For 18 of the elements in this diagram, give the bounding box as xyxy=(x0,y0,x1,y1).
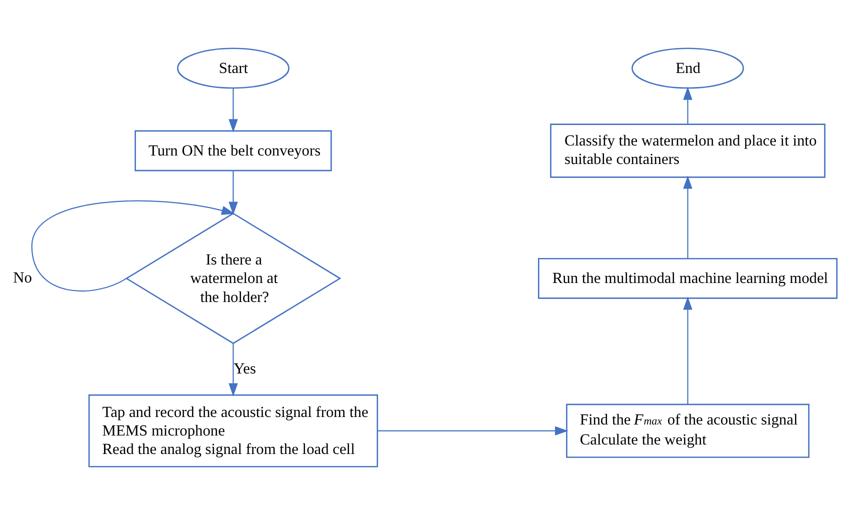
node-box: Find the Fmax of the acoustic signal Calculate the weight xyxy=(566,404,810,458)
node-box: Run the multimodal machine learning model xyxy=(538,258,838,299)
arrow xyxy=(683,176,692,258)
edge-label: Yes xyxy=(234,360,256,378)
arrow xyxy=(228,344,238,396)
arrow xyxy=(228,170,238,216)
node-box: Tap and record the acoustic signal from the MEMS microphone Read the analog signal from the load cell xyxy=(88,394,378,468)
arrow xyxy=(683,86,692,124)
arrow xyxy=(31,200,235,292)
node-diamond: Is there a watermelon at the holder? xyxy=(125,212,342,344)
node-box: Classify the watermelon and place it into suitable containers xyxy=(550,124,826,178)
arrow xyxy=(683,296,692,404)
node-ellipse: End xyxy=(632,48,744,89)
node-box: Turn ON the belt conveyors xyxy=(134,130,332,172)
arrow xyxy=(228,88,238,132)
node-ellipse: Start xyxy=(177,48,290,89)
edge-label: No xyxy=(13,269,32,286)
arrow xyxy=(378,426,568,436)
